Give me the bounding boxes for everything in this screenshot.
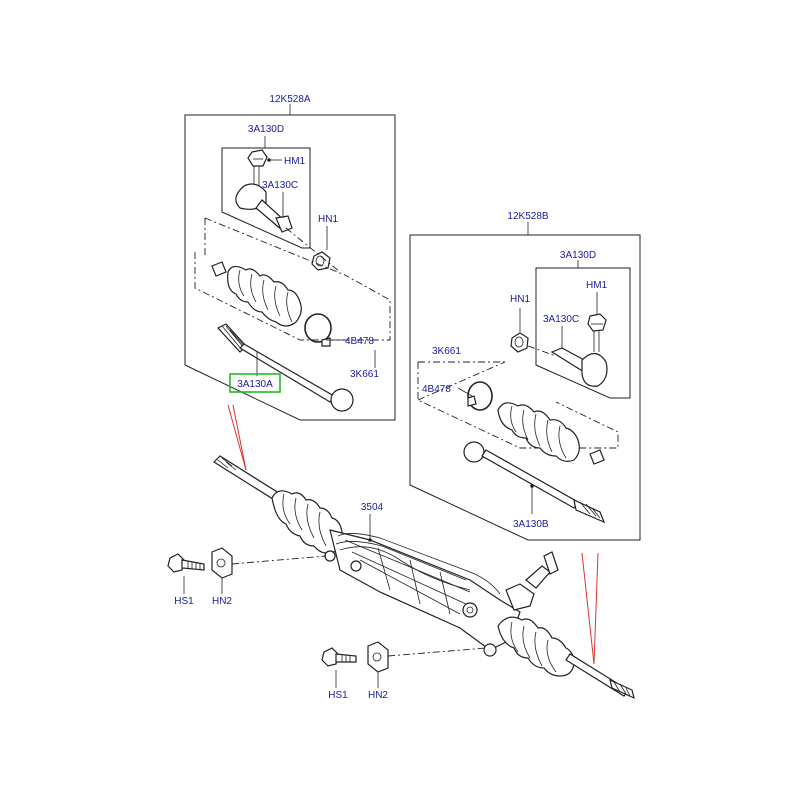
lower-hn2-label: HN2: [368, 690, 388, 701]
left-hn1-label: HN1: [318, 214, 338, 225]
left-4b478-label: 4B478: [345, 336, 374, 347]
upper-fastener-axis: [231, 555, 327, 565]
right-4b478-leader: [457, 387, 473, 397]
left-pointer: [227, 404, 247, 471]
right-kit-group: 12K528B 3A130D HM1 3A130C HN1: [409, 211, 641, 541]
gear-right-boot: [497, 616, 575, 677]
right-pointer: [581, 552, 599, 665]
left-lock-nut-hn1: [311, 251, 331, 271]
right-3k661-label: 3K661: [432, 346, 461, 357]
lower-fastener-axis: [387, 647, 487, 657]
left-rod-end-axis: [285, 227, 341, 273]
left-tie-rod-end-part: [235, 166, 293, 233]
right-kit-frame: [409, 234, 641, 541]
right-lock-nut-hn1: [510, 332, 529, 353]
right-4b478-label: 4B478: [422, 384, 451, 395]
upper-hs1-label: HS1: [174, 596, 194, 607]
gear-housing: [329, 529, 521, 651]
gear-mount-left: [324, 550, 336, 562]
left-kit-frame: [184, 114, 396, 421]
right-hm1-label: HM1: [586, 280, 608, 291]
gear-3504-label: 3504: [361, 502, 384, 513]
gear-left-boot: [271, 490, 343, 554]
gear-3504-dot: [368, 538, 372, 542]
left-hm1-dot: [267, 158, 271, 162]
lower-hs1-label: HS1: [328, 690, 348, 701]
right-nut-hm1: [587, 313, 607, 332]
left-3a130c-label: 3A130C: [262, 180, 298, 191]
right-kit-label: 12K528B: [507, 211, 548, 222]
left-3k661-label: 3K661: [350, 369, 379, 380]
upper-bolt-hs1: [167, 553, 205, 573]
right-rod-end-axis: [527, 345, 557, 357]
right-hn1-label: HN1: [510, 294, 530, 305]
left-hm1-label: HM1: [284, 156, 306, 167]
right-inner-tie-rod: [463, 441, 606, 524]
highlight-box: [229, 373, 281, 393]
right-3a130b-label: 3A130B: [513, 519, 549, 530]
steering-gear-3504: [213, 455, 635, 700]
upper-bracket-hn2: [211, 547, 233, 579]
upper-fasteners: HS1 HN2: [167, 547, 327, 607]
right-tie-rod-end-frame: [535, 267, 631, 399]
left-boot-part: [211, 261, 302, 327]
right-3a130c-label: 3A130C: [543, 314, 579, 325]
right-tie-rod-end-part: [550, 331, 608, 387]
upper-hn2-label: HN2: [212, 596, 232, 607]
left-clamp-4b478: [304, 313, 332, 347]
gear-valve: [462, 602, 478, 618]
gear-pinion: [505, 583, 535, 611]
right-tie-rod-end-label: 3A130D: [560, 250, 596, 261]
lower-fasteners: HS1 HN2: [321, 641, 487, 701]
lower-bracket-hn2: [367, 641, 389, 673]
left-tie-rod-end-frame: [221, 147, 311, 249]
lower-bolt-hs1: [321, 647, 357, 667]
left-inner-tie-rod: [217, 323, 354, 412]
right-boot-part: [497, 402, 605, 465]
right-3a130b-dot: [530, 484, 534, 488]
left-boot-frame: [194, 217, 391, 341]
right-clamp-4b478: [467, 381, 493, 411]
left-3a130a-label: 3A130A: [237, 379, 273, 390]
left-nut-hm1: [247, 149, 268, 167]
left-kit-group: 12K528A 3A130D HM1 3A130C HN1: [184, 94, 396, 421]
left-kit-label: 12K528A: [269, 94, 310, 105]
left-tie-rod-end-label: 3A130D: [248, 124, 284, 135]
